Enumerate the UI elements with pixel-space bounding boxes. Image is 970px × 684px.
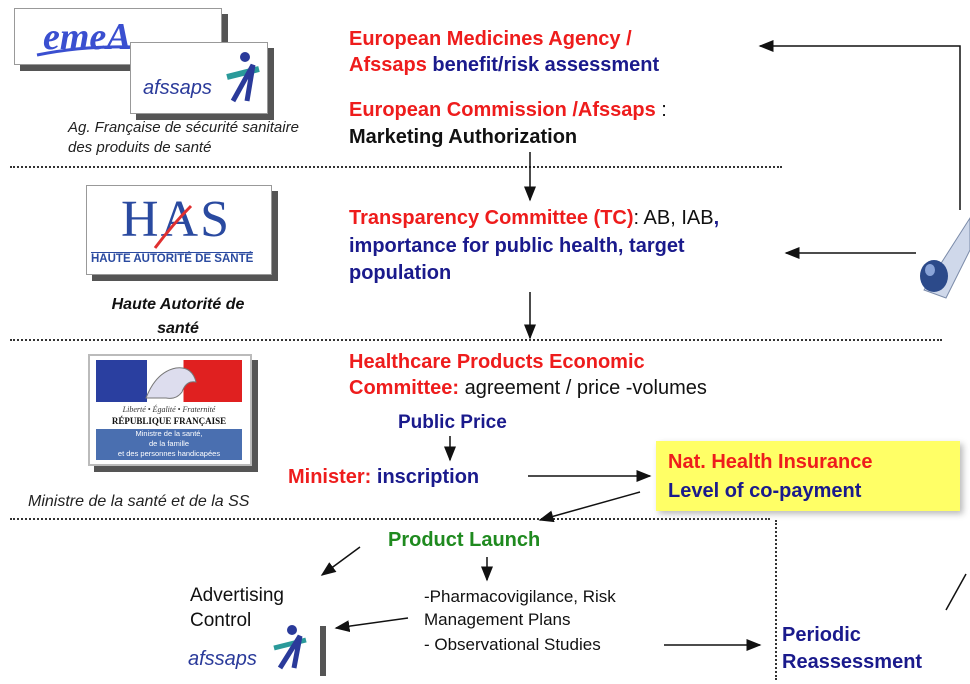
emea-logo: emeA [14, 8, 222, 65]
ema-line-1: European Medicines Agency / [349, 26, 632, 52]
afssaps-bottom-figure-icon [273, 625, 307, 670]
periodic-line-2: Reassessment [782, 651, 923, 673]
has-logo-sub: HAUTE AUTORITÉ DE SANTÉ [91, 252, 254, 265]
marketing-authorization: Marketing Authorization [349, 126, 578, 148]
tc-comma: , [713, 207, 720, 229]
has-accent-icon [153, 204, 193, 249]
ec-colon: : [655, 99, 667, 121]
product-launch: Product Launch [388, 529, 541, 551]
tc-ab-iab: : AB, IAB [633, 207, 714, 229]
agreement-label: agreement / price -volumes [464, 377, 707, 399]
pharma-line-1: -Pharmacovigilance, Risk [424, 587, 616, 606]
has-logo: HAS HAUTE AUTORITÉ DE SANTÉ [86, 185, 272, 275]
nhi-box: Nat. Health Insurance Level of co-paymen… [656, 441, 960, 511]
afssaps-logo-text: afssaps [143, 77, 212, 99]
pharma-line-3: - Observational Studies [424, 635, 601, 654]
ministry-band: Ministre de la santé, de la famille et d… [96, 429, 242, 460]
minister-label: Minister: [288, 466, 372, 488]
tc-label: Transparency Committee (TC) [349, 207, 634, 229]
committee-label: Committee: [349, 377, 460, 399]
advertising-line-1: Advertising [190, 585, 284, 606]
periodic-line-1: Periodic [782, 624, 861, 646]
republic-name: RÉPUBLIQUE FRANÇAISE [111, 416, 227, 426]
afssaps-logo: afssaps [130, 42, 268, 114]
nhi-title: Nat. Health Insurance [668, 451, 873, 473]
arrow-pharma-to-advertising [334, 617, 409, 633]
tc-line-1: Transparency Committee (TC): AB, IAB, [349, 205, 719, 231]
afssaps-bottom-text: afssaps [188, 648, 257, 670]
tc-line-3: population [349, 262, 452, 284]
ministry-line-2: de la famille [148, 439, 190, 448]
ministry-line-1: Ministre de la santé, [135, 429, 203, 438]
separator-1 [10, 166, 782, 168]
has-caption: Haute Autorité de santé [111, 296, 245, 337]
separator-3 [10, 518, 770, 520]
ec-line-1: European Commission /Afssaps : [349, 97, 667, 123]
advertising-line-2: Control [190, 610, 252, 631]
hpec-line-1: Healthcare Products Economic [349, 351, 645, 373]
syringe-icon [920, 217, 970, 299]
republic-motto: Liberté • Égalité • Fraternité [122, 405, 216, 414]
ema-line-2: Afssaps benefit/risk assessment [349, 52, 659, 78]
hpec-line-2: Committee: agreement / price -volumes [349, 375, 707, 401]
ministry-line-3: et des personnes handicapées [117, 449, 221, 458]
benefit-risk-label: benefit/risk assessment [432, 54, 660, 76]
minister-line: Minister: inscription [288, 464, 479, 490]
ema-label: European Medicines Agency / [349, 28, 632, 50]
tc-line-2: importance for public health, target [349, 235, 685, 257]
arrow-launch-to-advertising [320, 546, 361, 576]
ministry-caption: Ministre de la santé et de la SS [28, 493, 250, 510]
marianne-profile-icon [145, 367, 197, 399]
afssaps-bottom-logo: afssaps [186, 624, 326, 676]
public-price: Public Price [398, 412, 507, 433]
separator-2 [10, 339, 942, 341]
nhi-copayment: Level of co-payment [668, 480, 862, 502]
pharma-line-2: Management Plans [424, 610, 571, 629]
flag-stripes [96, 360, 242, 402]
afssaps-figure-icon [226, 52, 260, 103]
periodic-return-line [945, 573, 967, 611]
marianne-logo: Liberté • Égalité • Fraternité RÉPUBLIQU… [88, 354, 252, 466]
feedback-line [758, 40, 961, 210]
ec-label: European Commission /Afssaps [349, 99, 656, 121]
inscription-label: inscription [376, 466, 480, 488]
arrow-nhi-to-launch [538, 491, 641, 523]
has-logo-main: HAS [121, 191, 232, 248]
ema-afssaps-label: Afssaps [349, 54, 427, 76]
afssaps-caption: Ag. Française de sécurité sanitaire des … [68, 119, 299, 156]
vertical-separator [775, 520, 777, 680]
